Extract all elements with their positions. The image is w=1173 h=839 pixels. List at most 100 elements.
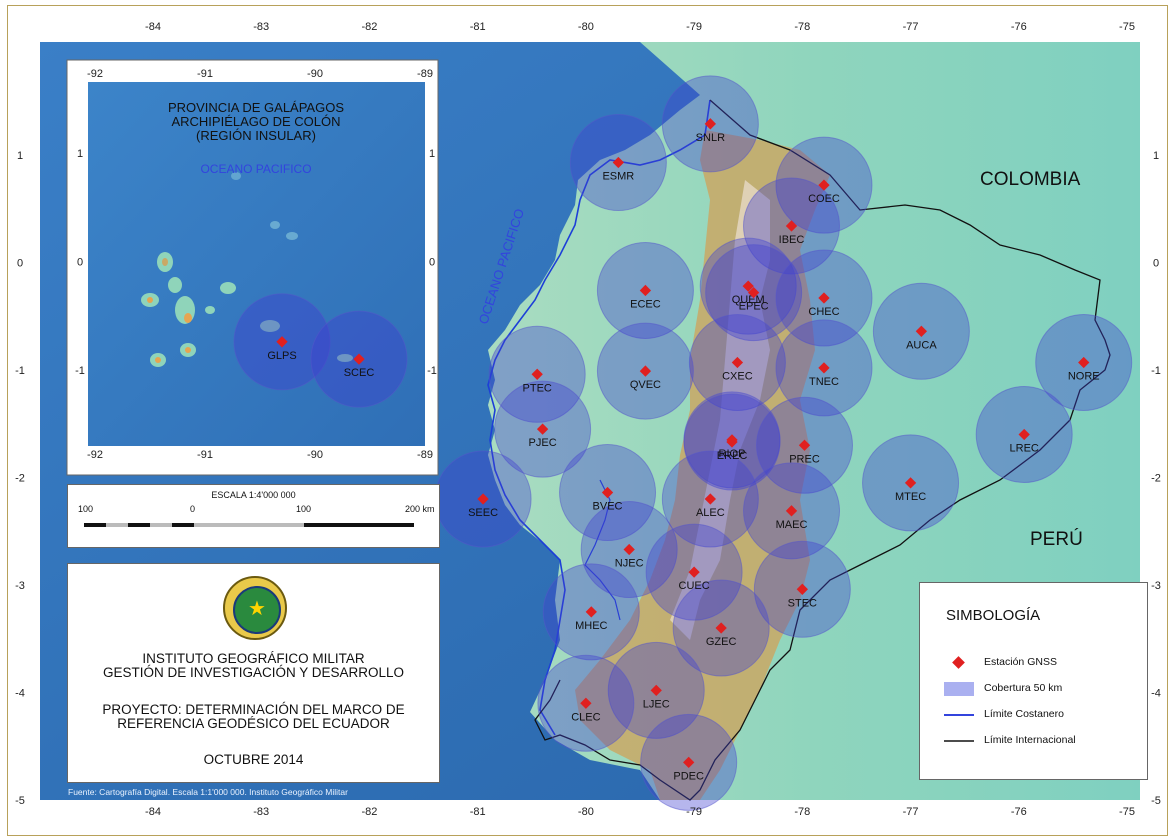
inset-station-marker-glps[interactable] bbox=[276, 336, 288, 348]
lon-tick-bottom: -84 bbox=[145, 806, 161, 818]
station-label-ibec: IBEC bbox=[779, 234, 805, 246]
lon-tick-bottom: -81 bbox=[470, 806, 486, 818]
inset-title-1: PROVINCIA DE GALÁPAGOS bbox=[168, 100, 344, 115]
station-marker-auca[interactable] bbox=[915, 325, 928, 337]
inset-title-3: (REGIÓN INSULAR) bbox=[196, 128, 316, 143]
station-label-stec: STEC bbox=[788, 597, 817, 609]
station-marker-mtec[interactable] bbox=[904, 477, 917, 489]
lon-tick-top: -83 bbox=[253, 21, 269, 33]
station-label-coec: COEC bbox=[808, 193, 840, 205]
lon-tick-top: -82 bbox=[361, 21, 377, 33]
station-marker-ibec[interactable] bbox=[785, 220, 798, 232]
station-marker-gzec[interactable] bbox=[715, 622, 727, 634]
station-marker-pdec[interactable] bbox=[683, 756, 695, 769]
inset-lon-tick-top: -92 bbox=[87, 68, 103, 80]
project-line-1: PROYECTO: DETERMINACIÓN DEL MARCO DE bbox=[102, 702, 405, 717]
lon-tick-bottom: -79 bbox=[686, 806, 702, 818]
station-label-bvec: BVEC bbox=[593, 501, 623, 513]
inset-lat-tick-left: 0 bbox=[77, 257, 83, 269]
station-label-mtec: MTEC bbox=[895, 491, 926, 503]
station-marker-stec[interactable] bbox=[796, 583, 808, 595]
scale-label-end: 200 km bbox=[405, 504, 435, 514]
lon-tick-top: -81 bbox=[470, 21, 486, 33]
lat-tick-left: -4 bbox=[15, 688, 25, 700]
scale-label-mid: 100 bbox=[296, 504, 312, 514]
inset-station-marker-scec[interactable] bbox=[353, 353, 365, 365]
lat-tick-right: -4 bbox=[1151, 688, 1161, 700]
station-marker-ljec[interactable] bbox=[650, 684, 662, 697]
station-marker-ptec[interactable] bbox=[531, 368, 543, 380]
map-date: OCTUBRE 2014 bbox=[203, 752, 304, 767]
station-label-mhec: MHEC bbox=[575, 620, 607, 632]
galapagos-islands bbox=[141, 172, 353, 367]
station-label-pdec: PDEC bbox=[673, 770, 704, 782]
station-marker-maec[interactable] bbox=[785, 505, 798, 517]
lat-tick-left: -2 bbox=[15, 473, 25, 485]
andes-highlands bbox=[575, 130, 830, 800]
inset-lat-tick-right: 1 bbox=[429, 148, 435, 160]
station-label-alec: ALEC bbox=[696, 507, 725, 519]
lon-tick-top: -84 bbox=[145, 21, 161, 33]
inset-lon-tick-bottom: -90 bbox=[307, 449, 323, 461]
station-marker-chec[interactable] bbox=[818, 292, 830, 304]
station-marker-erec[interactable] bbox=[726, 436, 738, 448]
legend-title: SIMBOLOGÍA bbox=[946, 607, 1041, 624]
station-marker-nore[interactable] bbox=[1078, 356, 1090, 369]
station-marker-clec[interactable] bbox=[580, 697, 592, 709]
station-label-auca: AUCA bbox=[906, 339, 937, 351]
inset-lat-tick-right: -1 bbox=[427, 365, 437, 377]
station-marker-quem[interactable] bbox=[742, 280, 754, 292]
station-marker-alec[interactable] bbox=[704, 493, 717, 505]
station-marker-cuec[interactable] bbox=[688, 566, 700, 578]
station-marker-coec[interactable] bbox=[818, 179, 830, 191]
station-marker-epec[interactable] bbox=[747, 286, 760, 299]
institution-name: INSTITUTO GEOGRÁFICO MILITAR bbox=[142, 651, 365, 666]
station-marker-lrec[interactable] bbox=[1018, 428, 1030, 441]
lon-tick-top: -80 bbox=[578, 21, 594, 33]
station-label-nore: NORE bbox=[1068, 370, 1100, 382]
lat-tick-right: -1 bbox=[1151, 365, 1161, 377]
coverage-swatch-icon bbox=[944, 682, 974, 696]
lat-tick-right: -3 bbox=[1151, 580, 1161, 592]
lon-tick-bottom: -75 bbox=[1119, 806, 1135, 818]
station-label-ptec: PTEC bbox=[523, 382, 552, 394]
station-marker-prec[interactable] bbox=[798, 439, 811, 451]
inset-lat-tick-left: -1 bbox=[75, 365, 85, 377]
station-marker-pjec[interactable] bbox=[536, 423, 549, 435]
river-guayas bbox=[584, 479, 621, 621]
lon-tick-top: -75 bbox=[1119, 21, 1135, 33]
andes-peaks bbox=[670, 180, 770, 640]
station-marker-njec[interactable] bbox=[623, 543, 635, 556]
station-marker-bvec[interactable] bbox=[601, 486, 614, 499]
inset-lon-tick-bottom: -89 bbox=[417, 449, 433, 461]
station-label-seec: SEEC bbox=[468, 507, 498, 519]
scale-bar bbox=[84, 523, 414, 527]
station-marker-esmr[interactable] bbox=[612, 156, 625, 169]
station-marker-ecec[interactable] bbox=[639, 284, 652, 297]
station-marker-qvec[interactable] bbox=[639, 365, 652, 377]
lat-tick-left: 0 bbox=[17, 258, 23, 270]
station-marker-seec[interactable] bbox=[477, 493, 489, 505]
scale-title: ESCALA 1:4'000 000 bbox=[211, 490, 296, 500]
station-label-gzec: GZEC bbox=[706, 636, 737, 648]
lon-tick-top: -78 bbox=[794, 21, 810, 33]
lon-tick-bottom: -77 bbox=[903, 806, 919, 818]
inset-lon-tick-top: -91 bbox=[197, 68, 213, 80]
station-label-ecec: ECEC bbox=[630, 298, 661, 310]
station-marker-tnec[interactable] bbox=[818, 362, 830, 374]
lat-tick-right: 0 bbox=[1153, 258, 1159, 270]
lon-tick-bottom: -76 bbox=[1011, 806, 1027, 818]
station-label-ljec: LJEC bbox=[643, 698, 670, 710]
lon-tick-bottom: -82 bbox=[361, 806, 377, 818]
lat-tick-right: -5 bbox=[1151, 795, 1161, 807]
station-marker-cxec[interactable] bbox=[731, 356, 744, 369]
inset-lon-tick-bottom: -92 bbox=[87, 449, 103, 461]
station-marker-mhec[interactable] bbox=[585, 606, 597, 618]
blue-line-icon bbox=[944, 714, 974, 716]
igm-logo-icon: ★ bbox=[223, 576, 287, 640]
colombia-label: COLOMBIA bbox=[980, 169, 1081, 190]
lat-tick-left: -5 bbox=[15, 795, 25, 807]
project-line-2: REFERENCIA GEODÉSICO DEL ECUADOR bbox=[117, 716, 390, 731]
station-label-lrec: LREC bbox=[1010, 443, 1039, 455]
lat-tick-right: -2 bbox=[1151, 473, 1161, 485]
